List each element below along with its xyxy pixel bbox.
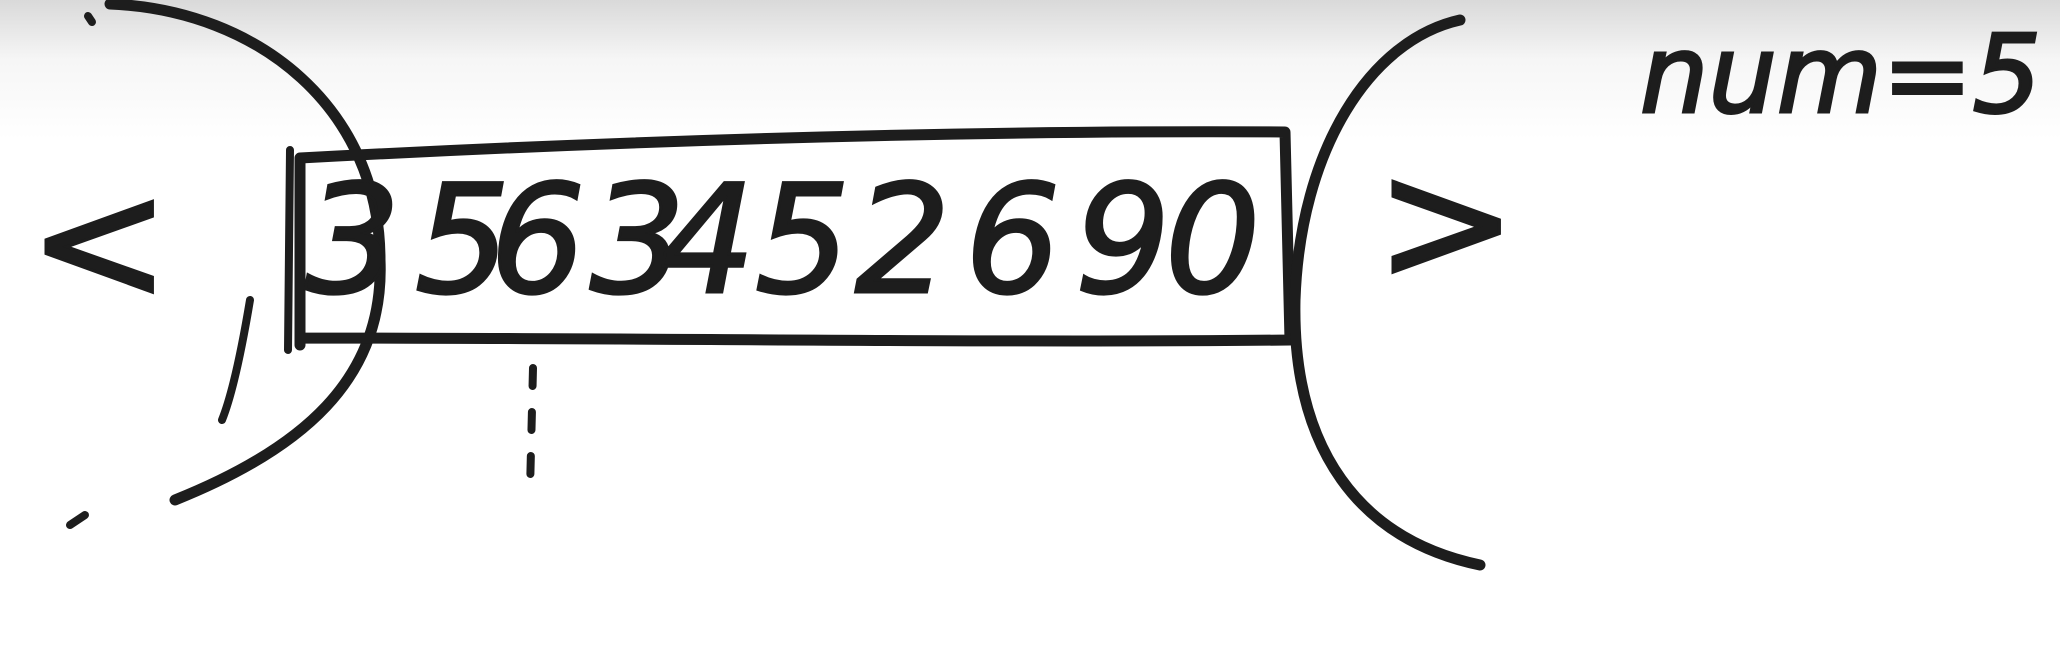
digit-10: 0 — [1165, 154, 1260, 328]
left-symbol: < — [28, 143, 170, 341]
left-arc — [104, 0, 386, 506]
digit-2: 5 — [415, 154, 510, 328]
digit-6: 5 — [755, 154, 850, 328]
digit-3: 6 — [490, 154, 585, 328]
digit-8: 6 — [965, 154, 1060, 328]
left-arc-inner-tick — [218, 296, 254, 424]
formula-num: num=5 — [1640, 13, 2041, 138]
digit-row: 3 5 6 3 4 5 2 6 9 0 — [304, 153, 1262, 330]
digit-box-inner-left — [284, 146, 294, 354]
digit-1: 3 — [305, 154, 400, 328]
digit-4: 3 — [590, 154, 685, 328]
right-arc — [1289, 14, 1486, 571]
digit-7: 2 — [855, 154, 950, 328]
left-arc-top-dot — [84, 12, 96, 26]
dotted-pointer — [526, 364, 537, 494]
digit-5: 4 — [660, 154, 755, 328]
right-symbol: > — [1375, 123, 1517, 321]
digit-9: 9 — [1075, 154, 1170, 328]
digit-box — [294, 126, 1296, 351]
left-arc-tail — [66, 511, 89, 529]
